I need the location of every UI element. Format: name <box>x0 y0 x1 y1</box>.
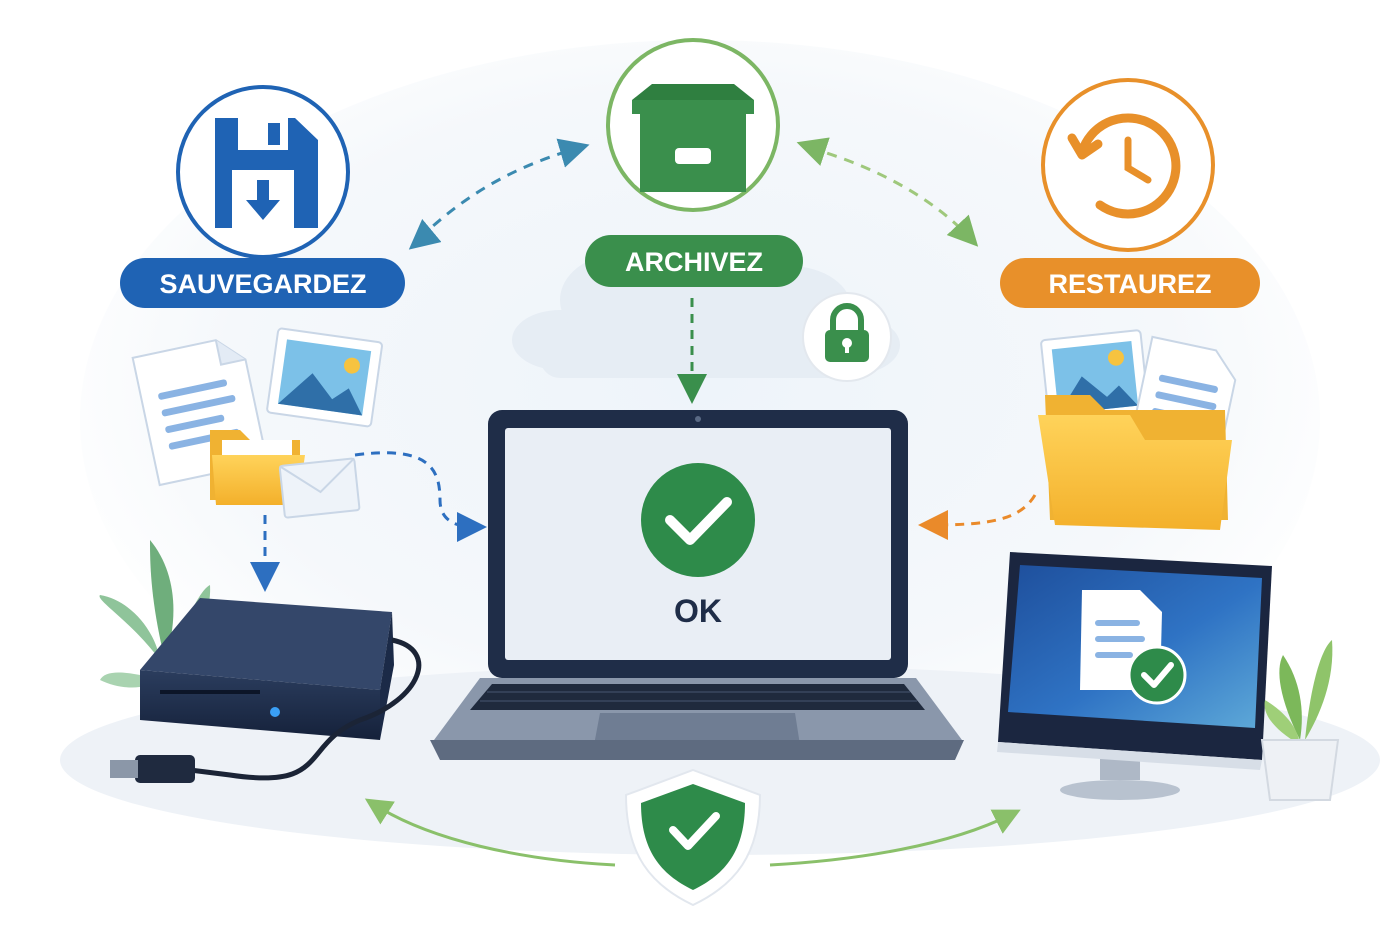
folder-icon-right <box>1038 395 1232 530</box>
archive-label-pill <box>585 235 803 287</box>
cycle-arrow-left <box>364 798 616 867</box>
backup-step: SAUVEGARDEZ <box>120 85 405 308</box>
security-shield <box>624 768 762 907</box>
laptop-keyboard <box>470 684 925 710</box>
usb-cable <box>110 637 422 783</box>
history-icon <box>1067 113 1181 219</box>
arrow-archive-to-restore <box>809 146 979 247</box>
arrow-restore-to-laptop <box>918 494 1037 540</box>
archive-step: ARCHIVEZ <box>585 38 803 287</box>
ok-check-icon <box>641 463 755 577</box>
external-hard-drive <box>140 598 394 740</box>
backup-label: SAUVEGARDEZ <box>159 269 366 299</box>
backup-label-pill <box>120 258 405 308</box>
laptop-trackpad <box>594 713 800 745</box>
laptop-status-text: OK <box>674 593 722 629</box>
desktop-monitor <box>997 552 1272 800</box>
restore-label: RESTAUREZ <box>1048 269 1211 299</box>
floppy-disk-icon <box>215 118 318 228</box>
plant-right <box>1260 640 1340 801</box>
mail-icon <box>278 457 361 519</box>
archive-label: ARCHIVEZ <box>625 247 763 277</box>
restore-label-pill <box>1000 258 1260 308</box>
arrow-files-to-laptop <box>354 451 487 542</box>
document-check-icon <box>1080 590 1187 705</box>
cycle-arrow-right <box>769 809 1021 867</box>
image-icon <box>266 327 383 428</box>
laptop: OK <box>430 410 964 760</box>
restore-files-cluster <box>1038 329 1237 530</box>
restore-step: RESTAUREZ <box>1000 78 1260 308</box>
backup-files-cluster <box>131 327 383 519</box>
archive-box-icon <box>632 84 754 192</box>
shield-check-icon <box>669 812 720 850</box>
lock-icon <box>825 303 869 362</box>
lock-badge <box>802 292 892 382</box>
